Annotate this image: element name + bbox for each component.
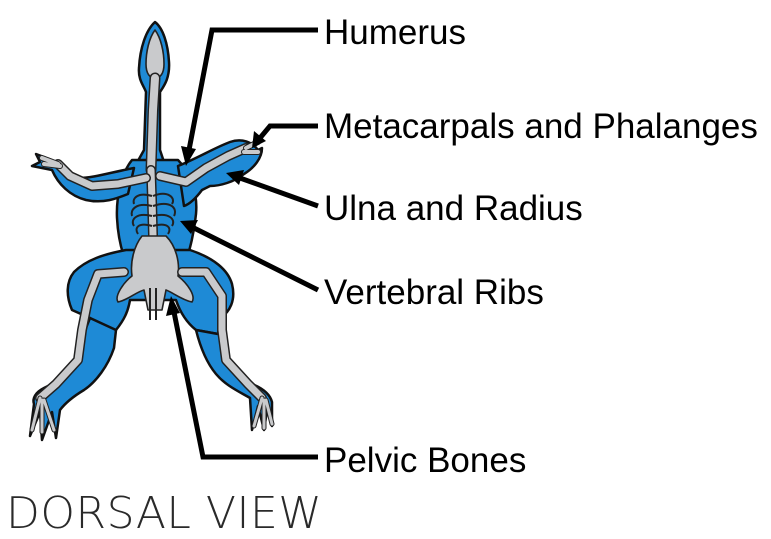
label-ulna-radius: Ulna and Radius bbox=[324, 189, 583, 228]
skeleton bbox=[32, 30, 272, 432]
ulna-radius-leader-line bbox=[240, 178, 318, 206]
label-pelvic-bones: Pelvic Bones bbox=[324, 441, 526, 480]
neck-vertebrae bbox=[151, 78, 155, 170]
label-metacarpals-phalanges: Metacarpals and Phalanges bbox=[324, 107, 758, 146]
humerus-leader-line bbox=[189, 30, 318, 150]
bird-right-leg bbox=[196, 330, 272, 430]
metacarpals-leader-line bbox=[260, 126, 318, 138]
label-vertebral-ribs: Vertebral Ribs bbox=[324, 273, 544, 312]
diagram-title: DORSAL VIEW bbox=[6, 488, 322, 539]
label-humerus: Humerus bbox=[324, 13, 466, 52]
